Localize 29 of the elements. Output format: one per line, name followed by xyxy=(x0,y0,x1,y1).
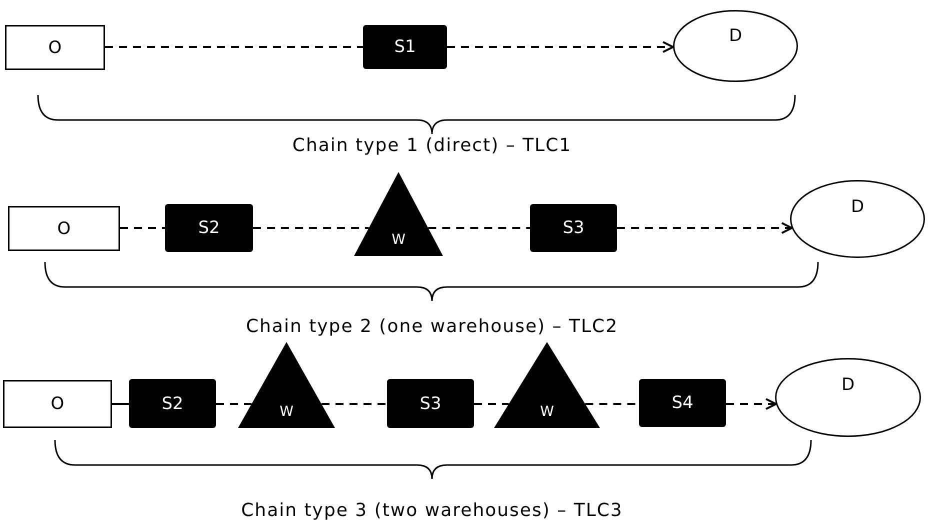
warehouse-triangle: W xyxy=(238,342,335,428)
dashed-line xyxy=(253,227,369,229)
origin-box: O xyxy=(3,380,112,428)
chain-caption: Chain type 3 (two warehouses) – TLC3 xyxy=(241,500,623,521)
dashed-line xyxy=(105,46,363,48)
dashed-line xyxy=(428,227,530,229)
chain-caption: Chain type 2 (one warehouse) – TLC2 xyxy=(246,316,618,337)
segment-box: S3 xyxy=(387,379,474,428)
dashed-line xyxy=(474,403,509,405)
origin-box: O xyxy=(8,206,120,251)
chain-caption: Chain type 1 (direct) – TLC1 xyxy=(292,135,572,156)
segment-box: S2 xyxy=(129,379,216,428)
dashed-line xyxy=(216,403,252,405)
warehouse-triangle: W xyxy=(354,172,443,256)
segment-box: S4 xyxy=(639,379,726,427)
dashed-arrow xyxy=(447,41,674,53)
segment-box: S2 xyxy=(165,204,253,252)
destination-ellipse: D xyxy=(790,180,925,258)
origin-box: O xyxy=(5,25,105,70)
segment-box: S1 xyxy=(363,25,447,69)
warehouse-triangle: W xyxy=(494,342,600,428)
destination-ellipse: D xyxy=(673,10,798,82)
dashed-line xyxy=(321,403,387,405)
dashed-arrow xyxy=(617,222,793,234)
destination-ellipse: D xyxy=(775,358,921,437)
segment-box: S3 xyxy=(530,204,617,252)
dashed-line xyxy=(120,227,165,229)
dashed-line xyxy=(112,403,129,405)
dashed-arrow xyxy=(726,398,777,410)
